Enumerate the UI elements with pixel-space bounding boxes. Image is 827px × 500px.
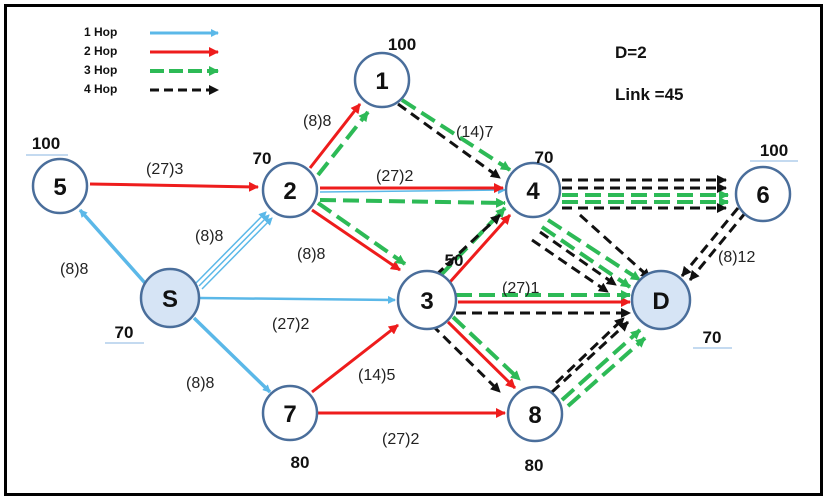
edge-label-s-5: (8)8: [60, 261, 89, 278]
edge-label-1-4: (14)7: [456, 124, 493, 141]
edge-2-4-green: [319, 197, 506, 208]
edge-8-d-black-a: [550, 320, 630, 394]
node-6: 6 100: [734, 141, 792, 223]
node-3-circle: [396, 269, 458, 331]
edge-3-8-black: [430, 323, 502, 394]
node-s-capacity: 70: [115, 323, 134, 342]
node-5-label: 5: [53, 174, 66, 201]
edges: [78, 98, 748, 418]
edge-2-1: [308, 103, 362, 169]
edge-4-d-green-b: [540, 225, 632, 289]
edge-2-4-blue: [319, 186, 506, 195]
edge-2-1-green: [316, 110, 370, 177]
node-4-circle: [504, 161, 562, 219]
node-6-capacity: 100: [760, 141, 788, 160]
node-5: 5 100: [31, 134, 89, 215]
edge-6-d-black-b: [688, 211, 748, 281]
node-3-capacity: 50: [445, 251, 464, 270]
edge-2-3-green: [316, 201, 407, 266]
node-7: 7 80: [261, 384, 319, 472]
edge-3-8: [446, 320, 517, 390]
edge-label-7-3: (14)5: [358, 367, 395, 384]
legend-label-1hop: 1 Hop: [84, 25, 117, 39]
node-7-capacity: 80: [291, 453, 310, 472]
node-1-capacity: 100: [388, 35, 416, 54]
legend-label-2hop: 2 Hop: [84, 44, 117, 58]
info-link: Link =45: [615, 85, 684, 104]
node-8-capacity: 80: [525, 456, 544, 475]
node-4-capacity: 70: [535, 148, 554, 167]
edge-label-2-4: (27)2: [376, 168, 413, 185]
node-2-circle: [261, 161, 319, 219]
node-5-circle: [31, 157, 89, 215]
node-3-label: 3: [420, 288, 433, 315]
node-2-capacity: 70: [253, 149, 272, 168]
diagram-frame: [4, 4, 823, 496]
node-2: 2 70: [253, 149, 319, 219]
edge-label-2-3: (8)8: [297, 246, 326, 263]
edge-8-d-green-a: [560, 328, 642, 402]
edge-7-3: [311, 323, 399, 394]
node-8-label: 8: [528, 402, 541, 429]
node-3: 3 50: [396, 251, 464, 331]
node-5-capacity: 100: [32, 134, 60, 153]
node-d-label: D: [652, 288, 669, 315]
edge-4-d-green-a: [546, 218, 642, 282]
node-4-label: 4: [526, 178, 540, 205]
node-7-circle: [261, 384, 319, 442]
edge-labels: (8)8 (14)7 (27)3 (27)2 (8)8 (8)8 (8)8 (2…: [60, 113, 755, 448]
edge-label-6-d: (8)12: [718, 249, 755, 266]
edge-s-2-c: [201, 217, 273, 290]
edge-label-3-d: (27)1: [502, 280, 539, 297]
node-8: 8 80: [506, 385, 564, 475]
edge-8-d-green-b: [566, 336, 647, 408]
edge-6-d-black-a: [680, 207, 740, 277]
node-d: D 70: [630, 269, 722, 347]
edge-s-2-a: [195, 211, 267, 284]
node-8-circle: [506, 385, 564, 443]
node-1-label: 1: [375, 68, 388, 95]
legend-label-4hop: 4 Hop: [84, 82, 117, 96]
edge-s-3: [199, 295, 396, 304]
edge-label-s-2: (8)8: [195, 228, 224, 245]
node-s-label: S: [162, 286, 178, 313]
edge-label-2-1: (8)8: [303, 113, 332, 130]
edge-3-4: [448, 213, 512, 284]
edge-1-4-black: [397, 102, 501, 180]
legend-label-3hop: 3 Hop: [84, 63, 117, 77]
edge-5-2: [89, 181, 259, 192]
capacity-underlines: [26, 154, 798, 349]
edge-3-4-black: [434, 213, 502, 277]
node-6-circle: [734, 165, 792, 223]
info-d: D=2: [615, 43, 647, 62]
node-d-circle: [630, 269, 692, 331]
node-6-label: 6: [756, 182, 769, 209]
edge-label-5-2: (27)3: [146, 161, 183, 178]
node-1-circle: [353, 51, 411, 109]
edge-3-8-green: [451, 315, 522, 382]
edge-1-4-green: [400, 98, 512, 172]
node-1: 1 100: [353, 35, 416, 109]
edge-label-s-7: (8)8: [186, 375, 215, 392]
node-2-label: 2: [283, 178, 296, 205]
node-s-circle: [139, 267, 201, 329]
node-4: 4 70: [504, 148, 562, 219]
node-7-label: 7: [283, 401, 296, 428]
edge-s-7: [192, 316, 272, 394]
legend: 1 Hop 2 Hop 3 Hop 4 Hop: [84, 25, 219, 96]
edge-s-2-b: [198, 214, 270, 287]
edge-label-7-8: (27)2: [382, 431, 419, 448]
node-d-capacity: 70: [703, 328, 722, 347]
nodes: 1 100 2 70 3 50 4 70 5 100: [31, 35, 792, 475]
edge-label-s-3: (27)2: [272, 316, 309, 333]
edge-2-3: [311, 208, 401, 272]
edge-s-5: [78, 208, 147, 285]
node-s: S 70: [115, 267, 201, 342]
